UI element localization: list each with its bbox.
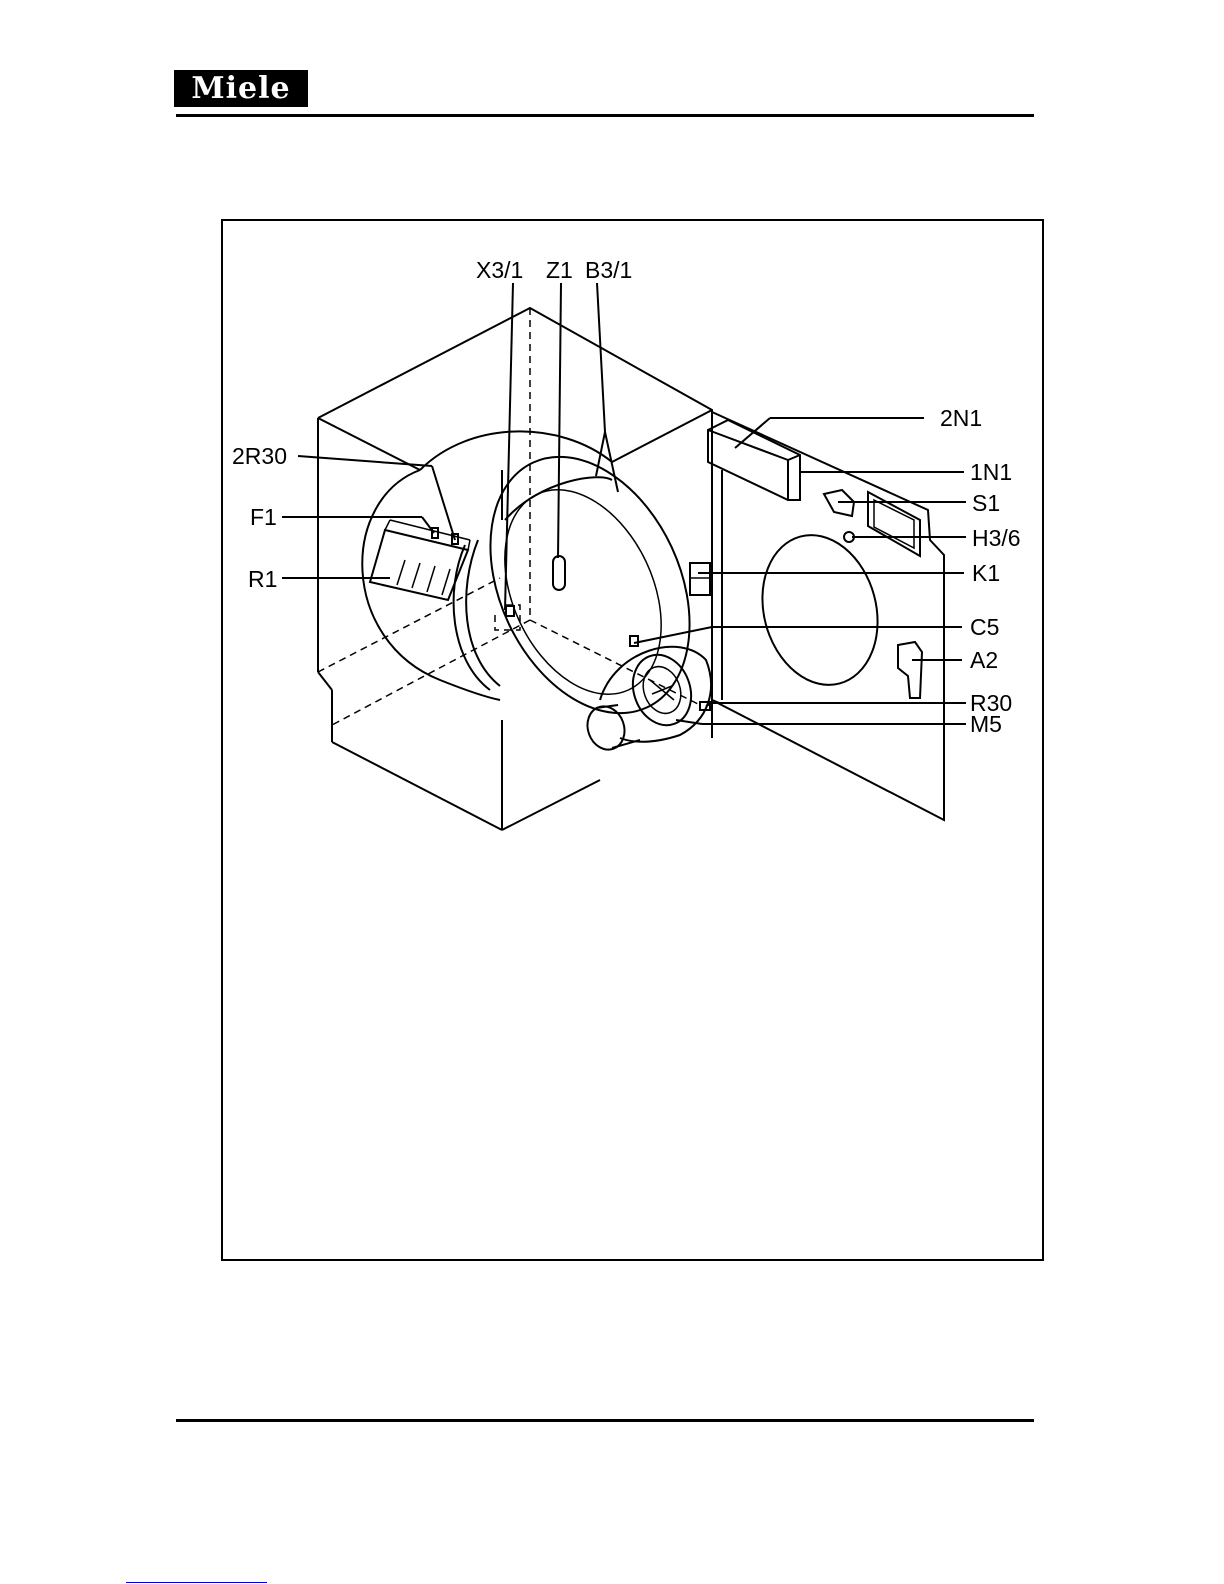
footer-rule: [176, 1419, 1034, 1422]
door-panel: [690, 412, 944, 820]
label-c5: C5: [970, 614, 999, 640]
label-k1: K1: [972, 560, 1000, 586]
wiring: [495, 605, 520, 630]
cabinet: [318, 308, 712, 830]
footer-link-underline[interactable]: [126, 1582, 267, 1583]
label-b3-1: B3/1: [585, 257, 632, 283]
drum: [362, 425, 728, 746]
label-f1: F1: [250, 504, 277, 530]
label-z1: Z1: [546, 257, 573, 283]
label-a2: A2: [970, 647, 998, 673]
label-x3-1: X3/1: [476, 257, 523, 283]
label-2n1: 2N1: [940, 405, 982, 431]
label-r1: R1: [248, 566, 277, 592]
label-h3-6: H3/6: [972, 525, 1021, 551]
label-2r30: 2R30: [232, 443, 287, 469]
component-labels: X3/1 Z1 B3/1 2N1 1N1 S1 H3/6 K1 C5 A2 R3…: [232, 257, 1021, 737]
leader-lines: [282, 283, 966, 724]
label-1n1: 1N1: [970, 459, 1012, 485]
blower-m5: [582, 636, 711, 755]
label-s1: S1: [972, 490, 1000, 516]
label-m5: M5: [970, 711, 1002, 737]
